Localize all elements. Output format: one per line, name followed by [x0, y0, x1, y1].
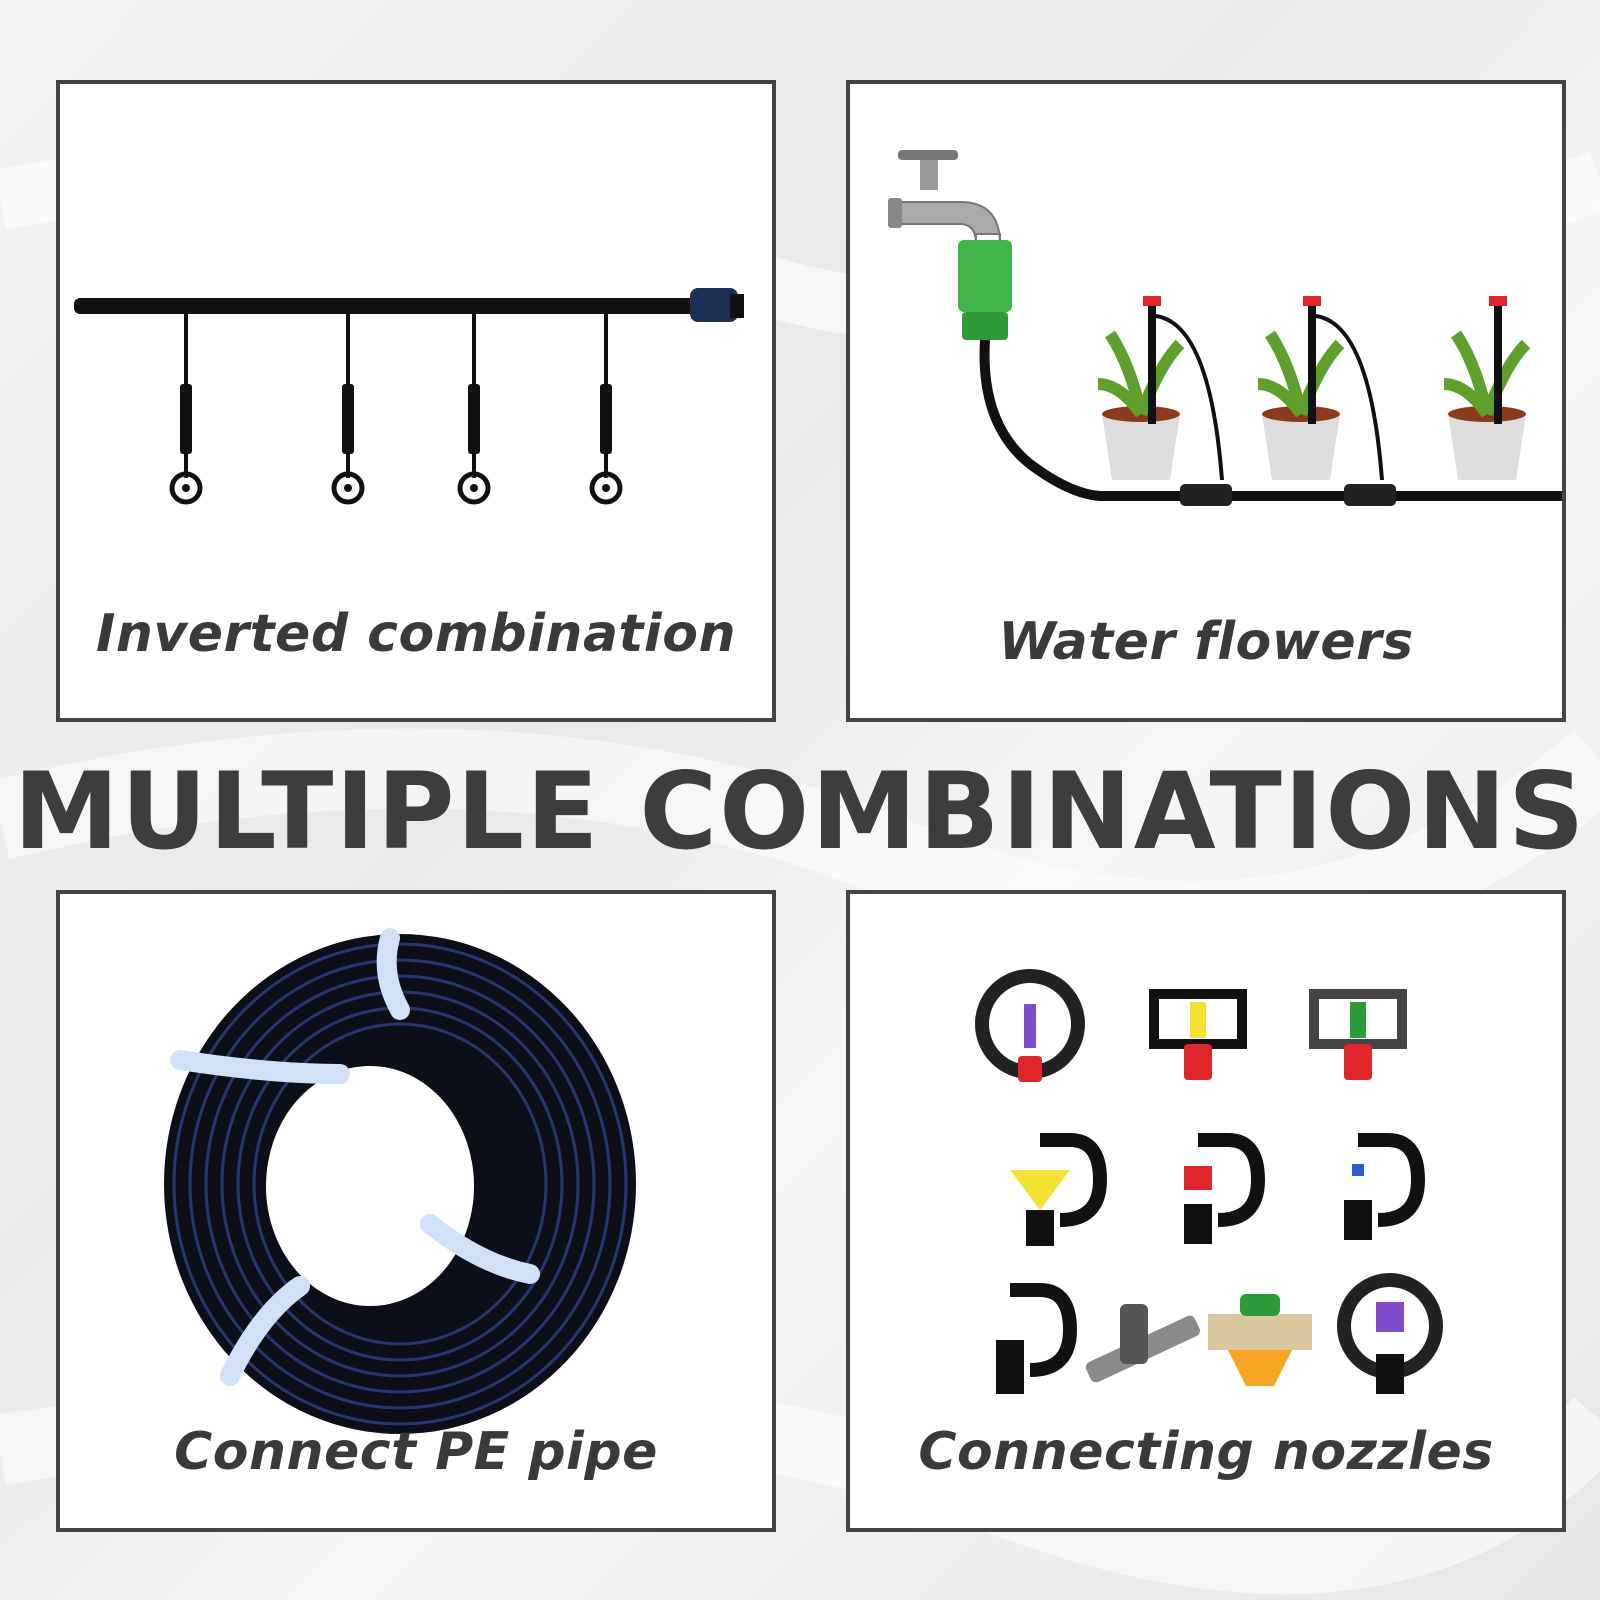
caption-water-flowers: Water flowers [998, 612, 1414, 672]
panel-connecting-nozzles: Connecting nozzles [846, 890, 1566, 1532]
pe-pipe-coil-icon [164, 928, 636, 1434]
faucet-drip-irrigation-icon [888, 150, 1562, 506]
caption-connect-pe-pipe: Connect PE pipe [174, 1422, 658, 1482]
panel-water-flowers: Water flowers [846, 80, 1566, 722]
inverted-sprinkler-pipe-icon [74, 288, 744, 505]
caption-inverted-combination: Inverted combination [96, 604, 736, 664]
panel-inverted-combination: Inverted combination [56, 80, 776, 722]
panel-connect-pe-pipe: Connect PE pipe [56, 890, 776, 1532]
sprinkler-nozzles-set-icon [975, 969, 1443, 1394]
caption-connecting-nozzles: Connecting nozzles [918, 1422, 1494, 1482]
page-title: MULTIPLE COMBINATIONS [13, 750, 1587, 873]
